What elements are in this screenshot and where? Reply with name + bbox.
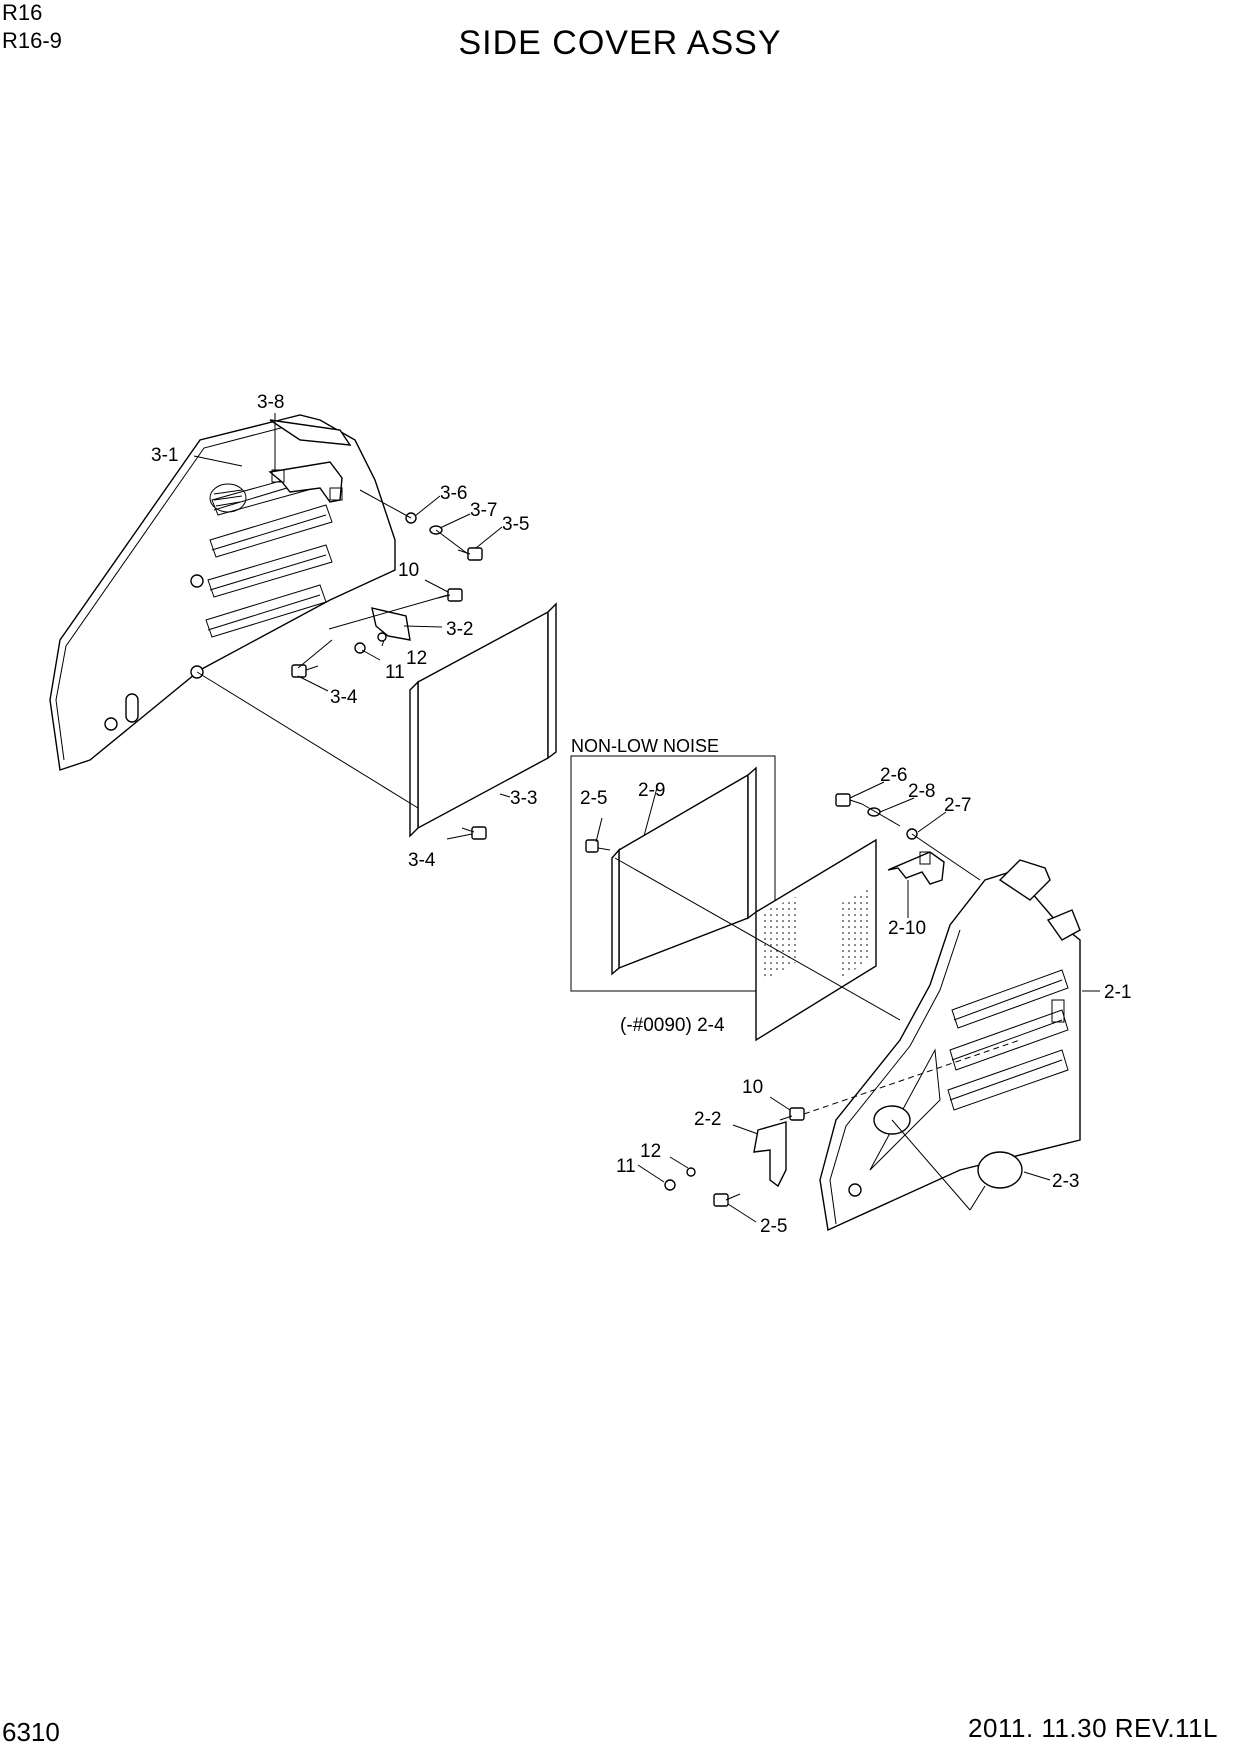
callout-3-2: 3-2: [446, 619, 473, 640]
bracket-2-10: [887, 851, 945, 885]
washer-12-upper: [377, 632, 387, 642]
page-title: SIDE COVER ASSY: [458, 24, 782, 62]
callout-11-upper: 11: [385, 662, 405, 683]
model-variant: R16-9: [2, 28, 62, 53]
callout-12-upper: 12: [406, 648, 427, 669]
callout-2-8: 2-8: [908, 781, 935, 802]
inset-title: NON-LOW NOISE: [571, 736, 719, 756]
callout-2-7: 2-7: [944, 795, 971, 816]
callout-2-3: 2-3: [1052, 1171, 1079, 1192]
callout-3-4-lower: 3-4: [408, 850, 436, 871]
callout-2-5-inset: 2-5: [580, 788, 607, 809]
nut-11-lower: [664, 1179, 676, 1191]
callout-2-9: 2-9: [638, 780, 665, 801]
revision-date: 2011. 11.30 REV.11L: [968, 1713, 1218, 1743]
page-number: 6310: [2, 1717, 60, 1747]
bolt-10-upper: [437, 588, 463, 602]
bolt-2-6: [835, 793, 863, 807]
callout-12-lower: 12: [640, 1141, 661, 1162]
bolt-2-5-lower: [713, 1193, 741, 1207]
cap-2-3: [977, 1151, 1023, 1189]
bolt-3-4-upper: [291, 664, 319, 678]
callout-10-upper: 10: [398, 560, 419, 581]
panel-2-4: [755, 838, 877, 1042]
callout-10-lower: 10: [742, 1077, 763, 1098]
callout-2-4: (-#0090) 2-4: [620, 1015, 725, 1036]
assembly-lines-lower: [614, 803, 1021, 1211]
bracket-2-2: [753, 1121, 787, 1188]
nut-11-upper: [354, 642, 366, 654]
callout-3-6: 3-6: [440, 483, 467, 504]
callout-2-1: 2-1: [1104, 982, 1131, 1003]
grille-upper: [409, 602, 557, 838]
callout-2-5-lower: 2-5: [760, 1216, 787, 1237]
non-low-noise-inset: [570, 755, 776, 992]
callout-2-6: 2-6: [880, 765, 907, 786]
bolt-3-4-lower: [461, 826, 487, 840]
leader-lines: [193, 413, 1100, 1223]
callout-3-3: 3-3: [510, 788, 537, 809]
callout-3-8: 3-8: [257, 392, 284, 413]
fasteners-lower: [664, 793, 1023, 1207]
washer-12-lower: [686, 1167, 696, 1177]
callout-2-2: 2-2: [694, 1109, 721, 1130]
assembly-lines-upper: [196, 489, 469, 809]
bolt-10-lower: [779, 1107, 805, 1121]
callout-3-1: 3-1: [151, 445, 178, 466]
callout-3-4-upper: 3-4: [330, 687, 358, 708]
callout-3-5: 3-5: [502, 514, 529, 535]
callout-11-lower: 11: [616, 1156, 636, 1177]
cover-vent-slots-right: [947, 969, 1069, 1111]
bolt-2-5-inset: [585, 839, 611, 853]
callout-3-7: 3-7: [470, 500, 497, 521]
side-cover-left: [49, 414, 411, 771]
model-code: R16: [2, 0, 43, 25]
callout-2-10: 2-10: [888, 918, 926, 939]
callout-labels: 3-8 3-1 3-6 3-7 3-5 10 3-2 12 11 3-4 3-3…: [151, 392, 1131, 1237]
washer-2-8: [867, 807, 881, 817]
